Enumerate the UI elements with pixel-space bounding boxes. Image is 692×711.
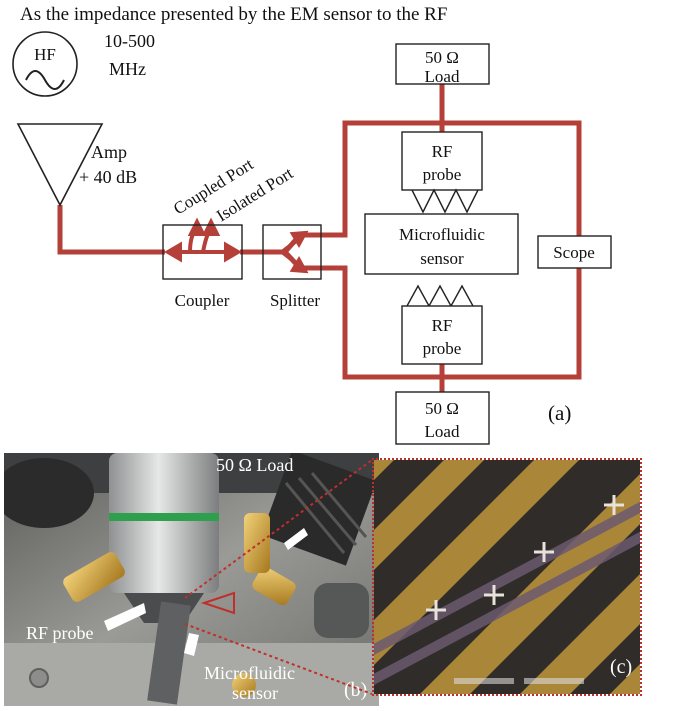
setup-diagram: HF 10-500 MHz Amp + 40 dB Coupled Port I… — [12, 31, 612, 445]
amp-label-line2: + 40 dB — [79, 167, 137, 187]
probe-top-box — [401, 131, 483, 191]
setup-photo: 50 Ω Load RF probe Microfluidic sensor (… — [4, 453, 379, 706]
scope-label: Scope — [553, 243, 595, 262]
sensor-line2: sensor — [420, 249, 464, 268]
probe-top-line1: RF — [432, 142, 453, 161]
panel-b-label: (b) — [344, 679, 368, 701]
splitter-box — [262, 224, 322, 280]
wire-amp-to-coupler — [57, 205, 165, 255]
hf-source-label: HF — [34, 45, 56, 64]
sine-wave-icon — [25, 70, 65, 90]
photo-label-sensor-line2: sensor — [232, 683, 278, 703]
coupler-arrows — [164, 217, 242, 263]
photo-label-probe: RF probe — [26, 623, 94, 643]
load-top-box — [395, 43, 490, 85]
photo-label-load: 50 Ω Load — [216, 455, 294, 475]
photo-label-sensor-line1: Microfluidic — [204, 663, 295, 683]
probe-top-tips — [411, 188, 479, 214]
microscope-photo: (c) — [372, 458, 642, 696]
probe-bottom-line2: probe — [423, 339, 462, 358]
sensor-line1: Microfluidic — [399, 225, 485, 244]
sensor-box — [364, 213, 519, 275]
probe-bottom-line1: RF — [432, 316, 453, 335]
load-bottom-line2: Load — [425, 422, 460, 441]
amplifier-triangle — [16, 123, 104, 207]
probe-bottom-box — [401, 305, 483, 365]
splitter-label: Splitter — [270, 291, 320, 310]
coupler-label: Coupler — [175, 291, 230, 310]
splitter-arrows — [280, 230, 309, 274]
scope-box — [537, 235, 612, 269]
panel-a-label: (a) — [548, 401, 571, 425]
freq-range-line2: MHz — [109, 59, 146, 79]
panel-c-label: (c) — [610, 656, 633, 678]
load-top-line2: Load — [425, 67, 460, 86]
amp-label-line1: Amp — [91, 142, 127, 162]
load-bottom-line1: 50 Ω — [425, 399, 459, 418]
freq-range-line1: 10-500 — [104, 31, 155, 51]
hf-source-circle — [12, 31, 78, 97]
probe-bottom-tips — [406, 284, 474, 308]
load-bottom-box — [395, 391, 490, 445]
intro-text: As the impedance presented by the EM sen… — [20, 4, 448, 25]
probe-top-line2: probe — [423, 165, 462, 184]
load-top-line1: 50 Ω — [425, 48, 459, 67]
coupler-box — [162, 224, 243, 280]
